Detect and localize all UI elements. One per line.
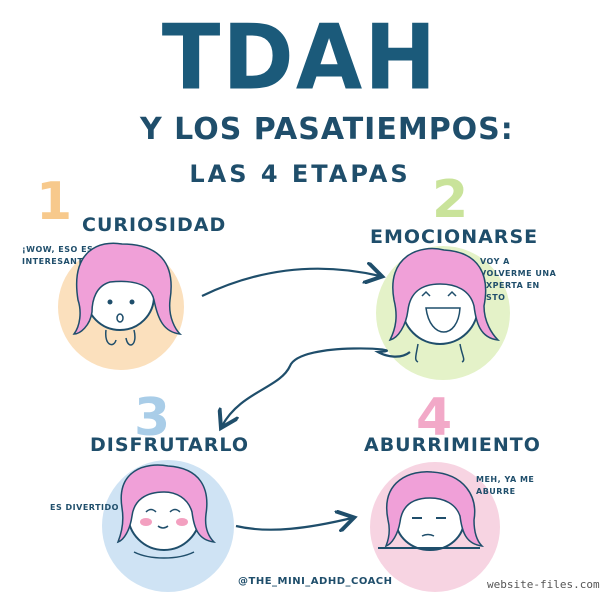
- stage-3-title: DISFRUTARLO: [90, 434, 249, 456]
- character-enjoying: [116, 464, 217, 559]
- author-credit: @THE_MINI_ADHD_COACH: [238, 576, 393, 587]
- subtitle-line-1: Y LOS PASATIEMPOS:: [140, 112, 514, 147]
- watermark: website-files.com: [487, 578, 600, 591]
- stage-4-title: ABURRIMIENTO: [364, 434, 541, 456]
- arrow-2-to-3: [222, 347, 411, 426]
- character-curious: [72, 242, 183, 346]
- stage-1-title: CURIOSIDAD: [82, 214, 227, 236]
- stage-3-number: 3: [134, 388, 171, 448]
- arrow-1-to-2: [201, 269, 380, 297]
- stage-4-number: 4: [416, 388, 453, 448]
- stage-2-number: 2: [432, 170, 469, 230]
- stage-4-quote: MEH, YA ME ABURRE: [476, 475, 535, 496]
- arrow-3-to-4: [235, 518, 352, 530]
- character-excited: [388, 247, 501, 363]
- character-bored: [378, 471, 485, 551]
- stage-1-number: 1: [36, 172, 73, 232]
- page-title: TDAH: [161, 5, 439, 111]
- stage-3-quote: ES DIVERTIDO: [50, 503, 119, 512]
- subtitle-line-2: LAS 4 ETAPAS: [189, 160, 411, 188]
- stage-2-title: EMOCIONARSE: [370, 226, 539, 248]
- stage-1-quote: ¡WOW, ESO ES INTERESANTE!: [22, 245, 94, 266]
- stage-2-quote: VOY A VOLVERME UNA EXPERTA EN ESTO: [480, 257, 557, 302]
